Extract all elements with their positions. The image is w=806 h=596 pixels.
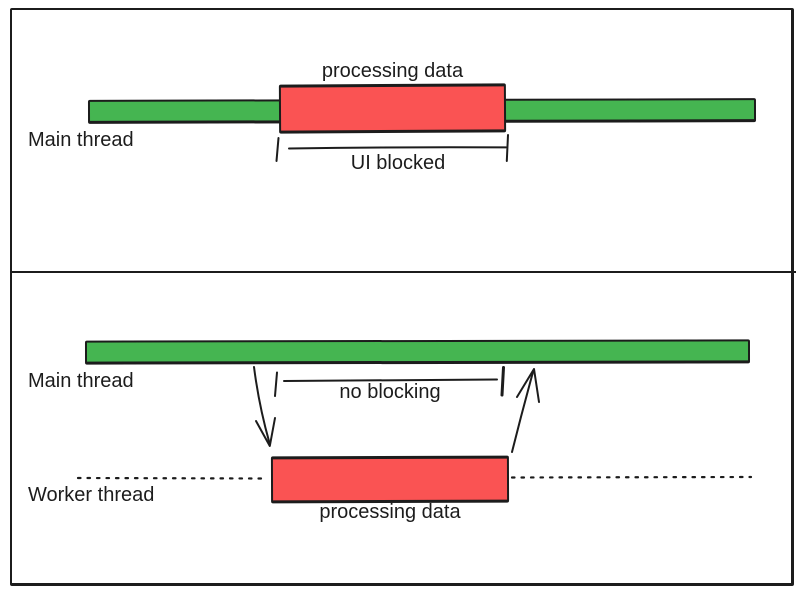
main-thread-label-bottom: Main thread bbox=[28, 370, 134, 392]
processing-data-label-top: processing data bbox=[321, 60, 464, 82]
processing-data-label-bottom: processing data bbox=[319, 501, 461, 523]
ui-blocked-label: UI blocked bbox=[350, 152, 446, 174]
worker-thread-label: Worker thread bbox=[28, 484, 155, 506]
panel-divider bbox=[10, 271, 796, 273]
outer-frame bbox=[10, 8, 794, 586]
main-thread-label-top: Main thread bbox=[28, 129, 134, 151]
processing-data-block-bottom bbox=[270, 455, 510, 504]
no-blocking-label: no blocking bbox=[339, 381, 441, 403]
main-thread-timeline-bottom bbox=[84, 339, 751, 365]
processing-data-block-top bbox=[278, 83, 507, 134]
